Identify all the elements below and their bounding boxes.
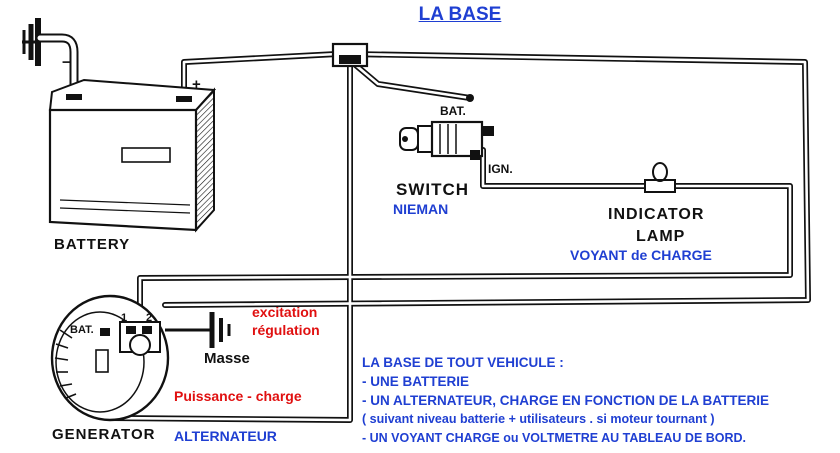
power-charge-label: Puissance - charge <box>174 388 302 404</box>
ignition-switch <box>399 94 494 160</box>
switch-subtitle: NIEMAN <box>393 201 449 217</box>
lamp-label-line2: LAMP <box>636 228 686 245</box>
diagram-title: LA BASE <box>418 4 502 25</box>
switch-ign-terminal-label: IGN. <box>488 162 513 176</box>
note-line-1: LA BASE DE TOUT VEHICULE : <box>362 355 564 370</box>
battery-plus-label: + <box>192 76 201 93</box>
note-line-2: - UNE BATTERIE <box>362 374 469 389</box>
generator-terminal-1-label: 1 <box>121 312 128 324</box>
battery-label: BATTERY <box>54 236 131 253</box>
note-line-4: ( suivant niveau batterie + utilisateurs… <box>362 412 715 426</box>
lamp-subtitle: VOYANT de CHARGE <box>570 247 712 263</box>
note-line-3: - UN ALTERNATEUR, CHARGE EN FONCTION DE … <box>362 393 769 408</box>
note-line-5: - UN VOYANT CHARGE ou VOLTMETRE AU TABLE… <box>362 431 747 445</box>
generator-subtitle: ALTERNATEUR <box>174 428 277 444</box>
ground-label: Masse <box>204 350 250 367</box>
generator-terminal-2-label: 2 <box>146 312 153 324</box>
regulation-label: régulation <box>252 322 320 338</box>
generator-label: GENERATOR <box>52 426 156 443</box>
generator-bat-terminal-label: BAT. <box>70 324 94 336</box>
indicator-lamp <box>644 162 676 193</box>
switch-bat-terminal-label: BAT. <box>440 104 466 118</box>
generator-ground-symbol <box>165 312 231 348</box>
lamp-label-line1: INDICATOR <box>608 206 705 223</box>
alternator-body <box>50 294 170 422</box>
battery-body <box>48 78 217 233</box>
battery-minus-label: − <box>62 54 71 71</box>
switch-label: SWITCH <box>396 180 470 199</box>
excitation-label: excitation <box>252 304 318 320</box>
